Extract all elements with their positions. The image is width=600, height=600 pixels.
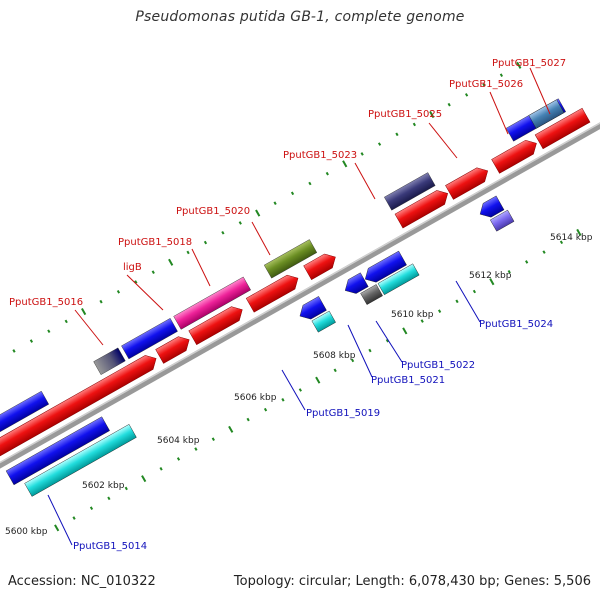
gene-arrow[interactable] [245,271,302,313]
tick-label: 5604 kbp [157,436,200,446]
tick-label: 5608 kbp [313,351,356,361]
gene-label-top[interactable]: PputGB1_5020 [176,206,250,217]
tick-label: 5602 kbp [82,481,125,491]
top-tick-row [12,61,522,353]
forward-strand-genes [0,107,591,458]
gene-block[interactable] [384,172,436,211]
genome-summary-text: Topology: circular; Length: 6,078,430 bp… [233,574,591,589]
gene-arrow[interactable] [303,250,340,281]
reverse-strand-genes [24,195,515,497]
gene-block[interactable] [528,99,565,129]
gene-block[interactable] [360,284,383,305]
gene-arrow[interactable] [0,351,160,458]
gene-label-bottom[interactable]: PputGB1_5024 [479,319,553,330]
gene-arrow[interactable] [476,195,505,221]
gene-label-top[interactable]: PputGB1_5016 [9,297,83,308]
gene-arrow[interactable] [394,187,452,229]
gene-block[interactable] [489,209,515,232]
gene-block[interactable] [311,310,336,333]
gene-arrow[interactable] [296,296,327,323]
tick-label: 5606 kbp [234,393,277,403]
gene-block[interactable] [93,347,126,375]
gene-label-bottom[interactable]: PputGB1_5014 [73,541,147,552]
gene-block[interactable] [24,424,137,497]
gene-block[interactable] [0,390,50,439]
reverse-strand-top-row [5,99,565,486]
gene-arrow[interactable] [155,333,193,364]
gene-label-top[interactable]: PputGB1_5023 [283,150,357,161]
gene-arrow[interactable] [341,272,369,298]
gene-block[interactable] [263,239,318,279]
tick-label: 5600 kbp [5,527,48,537]
gene-arrow[interactable] [361,250,407,286]
gene-arrow[interactable] [188,303,246,346]
gene-block[interactable] [121,318,178,360]
bottom-tick-row [54,228,582,532]
tick-label: 5614 kbp [550,233,593,243]
top-label-leaders [74,67,551,346]
genome-title: Pseudomonas putida GB-1, complete genome [135,9,465,25]
gene-label-bottom[interactable]: PputGB1_5022 [401,360,475,371]
gene-label-top[interactable]: PputGB1_5027 [492,58,566,69]
gene-label-bottom[interactable]: PputGB1_5019 [306,408,380,419]
gene-arrow[interactable] [445,164,491,200]
gene-label-top[interactable]: PputGB1_5025 [368,109,442,120]
gene-arrow[interactable] [534,107,591,150]
gene-label-bottom[interactable]: PputGB1_5021 [371,375,445,386]
accession-text: Accession: NC_010322 [8,574,156,589]
gene-block[interactable] [5,416,110,486]
tick-label: 5612 kbp [469,271,512,281]
gene-block[interactable] [173,276,251,330]
gene-label-top[interactable]: ligB [123,262,142,273]
genome-backbone [0,47,600,546]
gene-arrow[interactable] [491,136,541,174]
gene-label-top[interactable]: PputGB1_5026 [449,79,523,90]
gene-block[interactable] [377,263,420,296]
tick-label: 5610 kbp [391,310,434,320]
bottom-label-leaders [47,280,481,546]
gene-label-top[interactable]: PputGB1_5018 [118,237,192,248]
